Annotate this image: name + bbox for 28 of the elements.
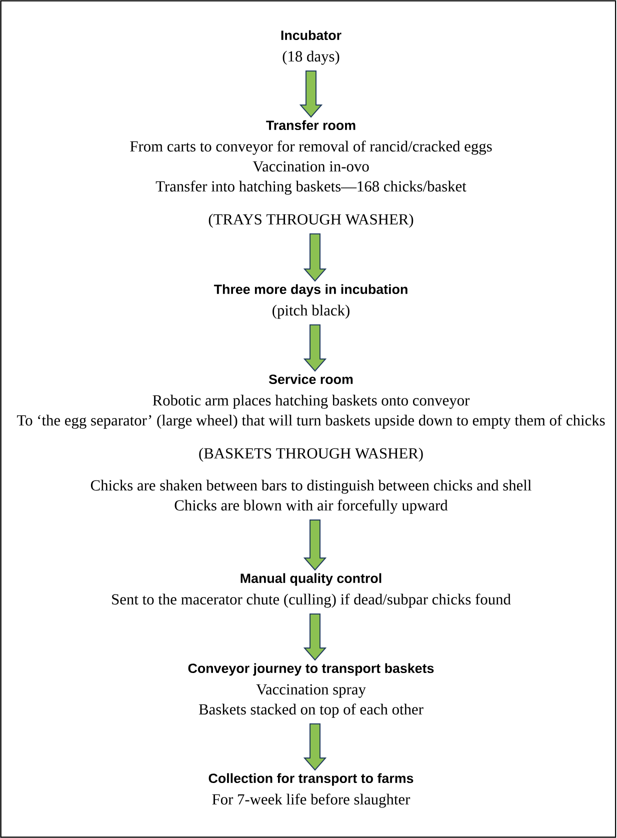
step-heading: Collection for transport to farms	[208, 773, 414, 786]
step-text: (BASKETS THROUGH WASHER)	[199, 448, 423, 462]
step-text: Sent to the macerator chute (culling) if dead/subpar chicks found	[112, 594, 511, 608]
step-heading: Transfer room	[266, 120, 356, 130]
block-arrow	[303, 519, 327, 571]
block-arrow	[303, 723, 327, 771]
block-arrow	[299, 70, 323, 118]
step-heading: Service room	[268, 374, 353, 384]
step-text: Chicks are shaken between bars to distinguish between chicks and shell	[90, 480, 532, 494]
step-heading: Incubator	[281, 30, 342, 40]
block-arrow	[303, 324, 327, 372]
step-text: Baskets stacked on top of each other	[198, 704, 424, 718]
step-text: For 7-week life before slaughter	[212, 794, 410, 808]
step-text: (pitch black)	[272, 304, 350, 319]
step-text: To ‘the egg separator’ (large wheel) that will turn baskets upside down to empty them of chicks	[17, 414, 605, 429]
block-arrow	[303, 233, 327, 282]
step-text: Vaccination in-ovo	[252, 161, 369, 172]
step-heading: Three more days in incubation	[214, 284, 408, 297]
step-heading: Manual quality control	[240, 573, 382, 586]
step-text: Robotic arm places hatching baskets onto conveyor	[152, 394, 470, 409]
step-text: (TRAYS THROUGH WASHER)	[208, 214, 414, 228]
step-text: Vaccination spray	[256, 684, 366, 698]
step-text: Transfer into hatching baskets—168 chicks/basket	[156, 180, 466, 195]
step-text: (18 days)	[282, 50, 340, 65]
step-text: From carts to conveyor for removal of rancid/cracked eggs	[130, 140, 492, 155]
block-arrow	[303, 613, 327, 661]
step-text: Chicks are blown with air forcefully upward	[174, 500, 448, 514]
step-heading: Conveyor journey to transport baskets	[188, 663, 434, 676]
